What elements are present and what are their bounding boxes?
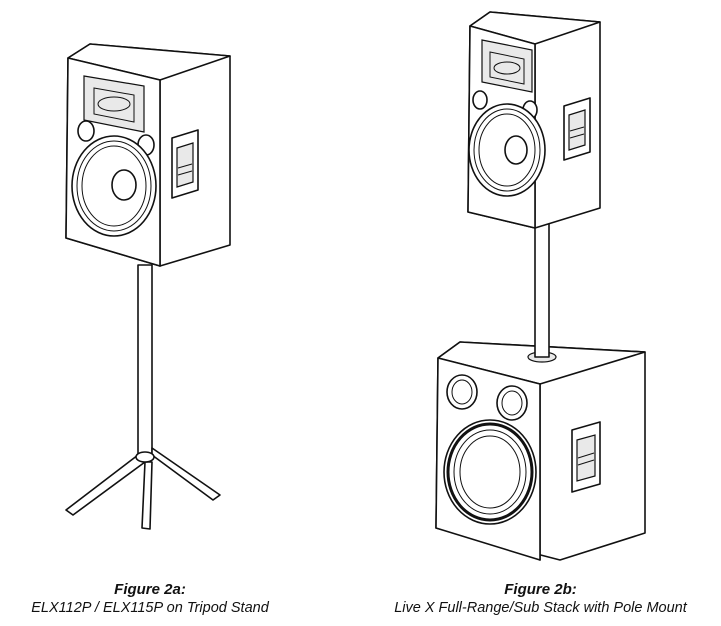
caption-figure-2a: Figure 2a: ELX112P / ELX115P on Tripod S…	[0, 580, 300, 618]
speaker-cabinet-elx	[66, 44, 230, 266]
figure-2b: Figure 2b: Live X Full-Range/Sub Stack w…	[360, 0, 721, 626]
stack-speaker-illustration	[360, 0, 721, 580]
caption-figure-2b: Figure 2b: Live X Full-Range/Sub Stack w…	[360, 580, 721, 618]
subwoofer-cabinet	[436, 342, 645, 560]
tripod-stand	[66, 265, 220, 529]
figure-2a-title: Figure 2a:	[114, 581, 186, 598]
figure-2a-caption: ELX112P / ELX115P on Tripod Stand	[31, 600, 269, 616]
figure-2a: Figure 2a: ELX112P / ELX115P on Tripod S…	[0, 0, 300, 626]
speaker-cabinet-live-x	[468, 12, 600, 228]
tripod-speaker-illustration	[0, 0, 300, 580]
figure-2b-caption: Live X Full-Range/Sub Stack with Pole Mo…	[394, 600, 687, 616]
pole-mount	[535, 222, 549, 357]
figure-2b-title: Figure 2b:	[504, 581, 577, 598]
